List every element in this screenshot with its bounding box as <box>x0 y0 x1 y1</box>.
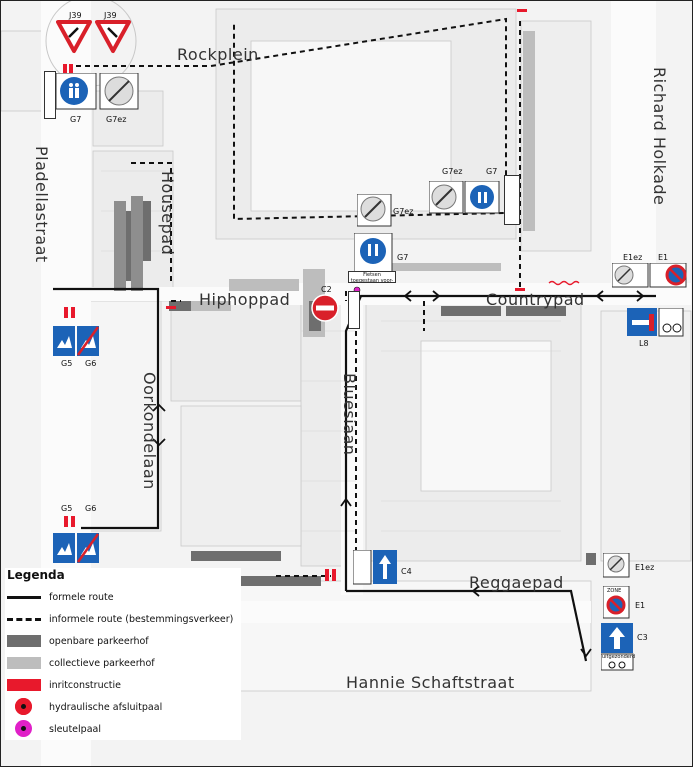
sign-code-l8: L8 <box>639 339 649 348</box>
zone-label: ZONE <box>607 588 622 594</box>
g7-side-plaque <box>504 175 520 225</box>
sign-code-e1ez-bottom: E1ez <box>635 563 655 572</box>
key-post-icon <box>7 720 41 737</box>
legend-item-collective-parking: collectieve parkeerhof <box>5 652 241 674</box>
sign-code-e1-bottom: E1 <box>635 601 646 610</box>
street-hiphoppad: Hiphoppad <box>199 290 291 309</box>
dashed-line-icon <box>7 617 41 621</box>
sign-code-e1-top: E1 <box>658 253 669 262</box>
sign-code-g6-top: G6 <box>85 359 97 368</box>
legend: Legenda formele route informele route (b… <box>5 568 241 740</box>
pedestrian-zone-end-sign-icon <box>429 181 500 214</box>
sign-code-g5-bottom: G5 <box>61 504 73 513</box>
street-richard-holkade: Richard Holkade <box>650 67 669 206</box>
sign-code-c3: C3 <box>637 633 648 642</box>
legend-item-public-parking: openbare parkeerhof <box>5 630 241 652</box>
legend-item-formal-route: formele route <box>5 586 241 608</box>
route-arrows <box>152 290 645 658</box>
residential-zone-sign-icon <box>53 326 100 356</box>
entrance-constructions <box>63 9 527 581</box>
sign-code-g7ez-rock: G7ez <box>106 115 127 124</box>
sign-code-c2: C2 <box>321 285 332 294</box>
pedestrian-zone-end-sign-icon <box>357 194 392 227</box>
pedestrian-zone-sign-icon <box>56 73 139 110</box>
residential-zone-sign-icon <box>53 533 100 563</box>
sign-code-g7ez-mid: G7ez <box>393 207 414 216</box>
street-housepad: Housepad <box>158 171 177 256</box>
sign-code-j39-left: J39 <box>69 11 82 20</box>
legend-item-key-post: sleutelpaal <box>5 718 241 740</box>
parking-prohibited-sign-icon <box>603 586 630 619</box>
uitgezonderd-label: uitgezonderd <box>602 654 636 660</box>
dark-swatch-icon <box>7 635 41 647</box>
sign-code-c4: C4 <box>401 567 412 576</box>
sign-code-g7-top: G7 <box>486 167 498 176</box>
g7-plaque-text: Fietsen toegestaan voor- en bestemmingsv… <box>348 271 396 283</box>
one-way-sign-icon <box>601 623 634 671</box>
parking-prohibited-sign-icon <box>612 263 687 288</box>
legend-item-informal-route: informele route (bestemmingsverkeer) <box>5 608 241 630</box>
bollard-icon <box>7 698 41 715</box>
dead-end-sign-icon <box>627 308 684 337</box>
street-bluesiaan: Bluesiaan <box>340 373 359 456</box>
one-way-sign-icon <box>353 550 397 585</box>
sign-code-e1ez-top: E1ez <box>623 253 643 262</box>
street-oorkondelaan: Oorkondelaan <box>140 372 159 490</box>
warning-triangle-icon <box>56 20 92 53</box>
legend-item-entrance: inritconstructie <box>5 674 241 696</box>
street-rockplein: Rockplein <box>177 45 259 64</box>
sign-code-g7-mid: G7 <box>397 253 409 262</box>
legend-item-hydraulic-bollard: hydraulische afsluitpaal <box>5 696 241 718</box>
parking-prohibited-end-sign-icon <box>603 553 630 578</box>
sign-code-g7-rock: G7 <box>70 115 82 124</box>
diagonal-stalls <box>114 196 143 291</box>
solid-line-icon <box>7 595 41 599</box>
street-reggaepad: Reggaepad <box>469 573 564 592</box>
street-countrypad: Countrypad <box>486 290 585 309</box>
sign-code-g5-top: G5 <box>61 359 73 368</box>
informal-routes <box>76 17 521 577</box>
light-swatch-icon <box>7 657 41 669</box>
street-pladellastraat: Pladellastraat <box>32 146 51 263</box>
sign-code-g6-bottom: G6 <box>85 504 97 513</box>
g7-plaque <box>44 71 56 119</box>
legend-title: Legenda <box>7 568 65 582</box>
sign-code-g7ez-top: G7ez <box>442 167 463 176</box>
no-entry-sign-icon <box>311 294 339 322</box>
red-swatch-icon <box>7 679 41 691</box>
sign-code-j39-right: J39 <box>104 11 117 20</box>
warning-triangle-icon <box>95 20 131 53</box>
street-hannie-schaftstraat: Hannie Schaftstraat <box>346 673 515 692</box>
uitgezonderd-plaque <box>348 291 360 329</box>
